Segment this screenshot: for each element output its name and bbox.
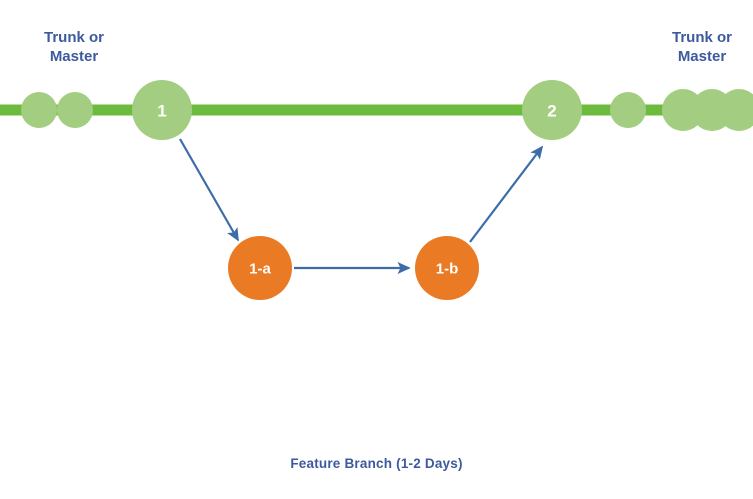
trunk-dot-6[interactable] [718, 89, 753, 131]
trunk-commit-2-circle[interactable] [522, 80, 582, 140]
trunk-dot-4[interactable] [662, 89, 704, 131]
trunk-dot-3[interactable] [610, 92, 646, 128]
feature-commit-1a-group[interactable]: 1-a [228, 236, 292, 300]
trunk-commit-1-circle[interactable] [132, 80, 192, 140]
arrow-merge-in [469, 145, 544, 243]
trunk-label-left: Trunk or Master [43, 29, 104, 65]
feature-branch-arrows [179, 138, 544, 274]
arrow-branch-out [179, 138, 239, 242]
trunk-commit-1-group[interactable]: 1 [132, 80, 192, 140]
trunk-commit-2-group[interactable]: 2 [522, 80, 582, 140]
trunk-label-right: Trunk or Master [671, 29, 732, 65]
feature-commit-1b-group[interactable]: 1-b [415, 236, 479, 300]
trunk-commit-dots-left [21, 92, 93, 128]
feature-branch-caption: Feature Branch (1-2 Days) [290, 456, 463, 471]
trunk-dot-2[interactable] [57, 92, 93, 128]
feature-commit-1a-circle[interactable] [228, 236, 292, 300]
feature-commit-1b-circle[interactable] [415, 236, 479, 300]
trunk-dot-1[interactable] [21, 92, 57, 128]
trunk-commit-dots-right [610, 89, 753, 131]
